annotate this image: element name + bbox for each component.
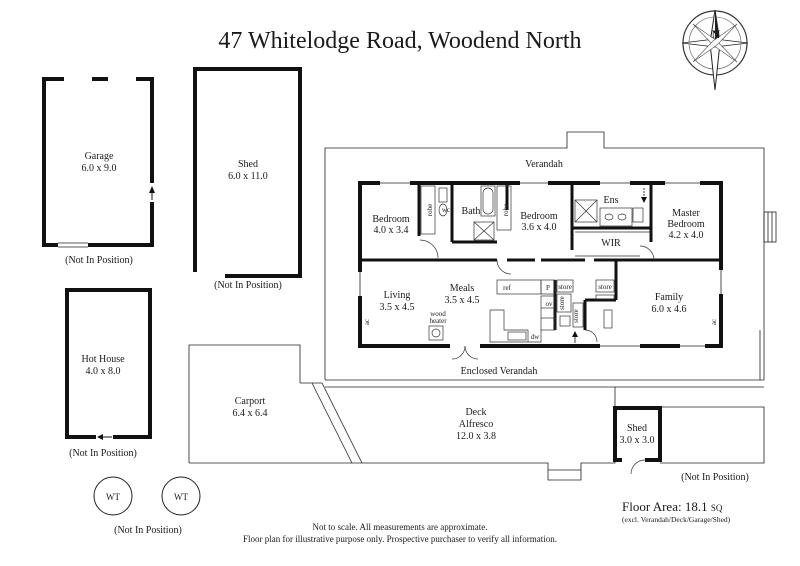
floor-area-label: Floor Area: 18.1 SQ [622, 499, 723, 514]
disclaimer-line-1: Not to scale. All measurements are appro… [313, 522, 488, 532]
house: Bedroom 4.0 x 3.4 Bath Bedroom 3.6 x 4.0… [357, 180, 724, 360]
ref-label: ref [503, 284, 511, 292]
garage-name: Garage [85, 151, 114, 162]
bedroom1-name: Bedroom [372, 214, 409, 225]
dishwasher-label: dw [531, 333, 541, 341]
deck-size: 12.0 x 3.8 [456, 431, 496, 442]
north-arrow-compass-icon: N [681, 9, 749, 91]
wc-label: wc [442, 206, 450, 214]
meals-name: Meals [450, 283, 475, 294]
bedroom2-size: 3.6 x 4.0 [522, 222, 557, 233]
shed-large-note: (Not In Position) [214, 280, 282, 291]
robe1-label: robe [426, 204, 434, 216]
bedroom2-name: Bedroom [520, 211, 557, 222]
shed-large-name: Shed [238, 159, 258, 170]
store2-label: store [558, 296, 566, 310]
ac1-label: ac [363, 319, 371, 325]
store1-label: store [558, 283, 572, 291]
water-tank-1-label: WT [106, 492, 120, 502]
hot-house-name: Hot House [81, 354, 125, 365]
hot-house-note: (Not In Position) [69, 448, 137, 459]
meals-size: 3.5 x 4.5 [445, 295, 480, 306]
living-name: Living [384, 290, 411, 301]
enclosed-verandah-label: Enclosed Verandah [461, 366, 538, 377]
wood-heater-label-2: heater [429, 317, 447, 325]
family-name: Family [655, 292, 683, 303]
verandah-outline: Verandah Enclosed Verandah Deck Alfresco… [300, 131, 777, 481]
wir-label: WIR [601, 238, 621, 249]
carport-size: 6.4 x 6.4 [233, 408, 268, 419]
ens-label: Ens [604, 195, 619, 206]
robe2-label: robe [502, 204, 510, 216]
living-size: 3.5 x 4.5 [380, 302, 415, 313]
garage-note: (Not In Position) [65, 255, 133, 266]
shed-large-size: 6.0 x 11.0 [228, 171, 268, 182]
floor-area: Floor Area: 18.1 SQ (excl. Verandah/Deck… [622, 499, 731, 524]
shed-large: Shed 6.0 x 11.0 (Not In Position) [193, 67, 302, 291]
oven-label: ov [546, 300, 554, 308]
hot-house: Hot House 4.0 x 8.0 (Not In Position) [65, 288, 152, 459]
master-size: 4.2 x 4.0 [669, 230, 704, 241]
bedroom1-size: 4.0 x 3.4 [374, 225, 409, 236]
garage-size: 6.0 x 9.0 [82, 163, 117, 174]
ac2-label: ac [710, 319, 718, 325]
verandah-label: Verandah [525, 159, 563, 170]
shed-small: Shed 3.0 x 3.0 (Not In Position) [613, 406, 749, 483]
shed-small-name: Shed [627, 423, 647, 434]
master-name: Master [672, 208, 700, 219]
store3-label: store [572, 309, 580, 323]
pantry-label: P [546, 284, 550, 292]
bath-label: Bath [462, 206, 481, 217]
water-tanks-note: (Not In Position) [114, 525, 182, 536]
plan-title: 47 Whitelodge Road, Woodend North [218, 28, 581, 54]
deck-name: Deck [465, 407, 486, 418]
floor-area-exclusions: (excl. Verandah/Deck/Garage/Shed) [622, 515, 731, 524]
carport-name: Carport [235, 396, 266, 407]
disclaimer-line-2: Floor plan for illustrative purpose only… [243, 534, 557, 544]
hot-house-size: 4.0 x 8.0 [86, 366, 121, 377]
garage: Garage 6.0 x 9.0 (Not In Position) [42, 76, 155, 266]
water-tank-2-label: WT [174, 492, 188, 502]
compass-letter: N [712, 27, 721, 41]
family-size: 6.0 x 4.6 [652, 304, 687, 315]
store4-label: store [598, 283, 612, 291]
wood-heater-label-1: wood [430, 310, 446, 318]
carport: Carport 6.4 x 6.4 [188, 344, 362, 464]
shed-small-size: 3.0 x 3.0 [620, 435, 655, 446]
shed-small-note: (Not In Position) [681, 472, 749, 483]
master-name-2: Bedroom [667, 219, 704, 230]
deck-name-2: Alfresco [459, 419, 493, 430]
water-tanks: WT WT (Not In Position) [93, 476, 201, 536]
